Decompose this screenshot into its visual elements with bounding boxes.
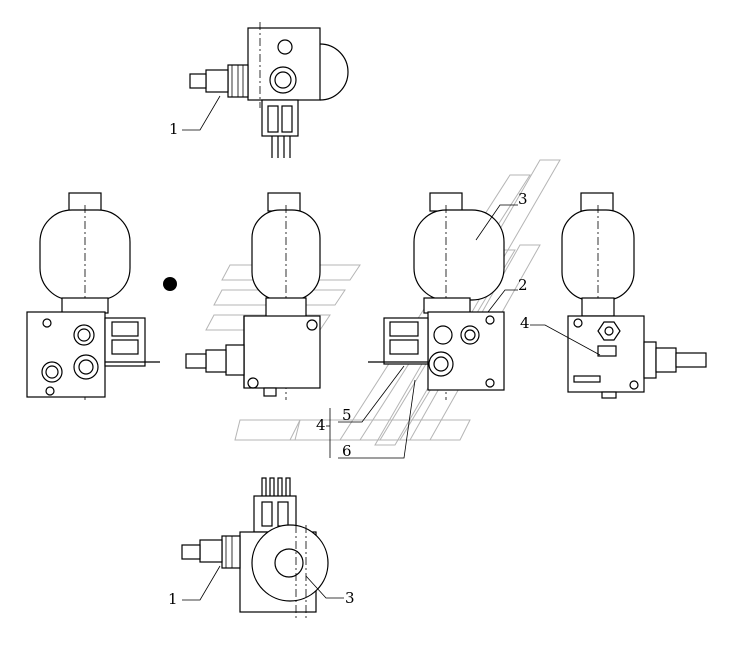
callout-bottom-3-label: 3 — [345, 589, 355, 607]
callout-block-2-label: 2 — [518, 276, 528, 294]
center-left-valve — [185, 192, 321, 400]
callout-bracket-4-5-6: 4 5 6 — [316, 365, 416, 460]
left-view-valve — [26, 192, 160, 400]
marker-dot — [163, 277, 177, 291]
callout-bracket-4-label: 4 — [316, 416, 326, 434]
right-view-valve — [561, 192, 707, 399]
callout-bottom-1-label: 1 — [168, 590, 178, 608]
callout-accumulator-3: 3 — [475, 190, 528, 241]
callout-top-1-label: 1 — [169, 120, 179, 138]
callout-right-4-label: 4 — [520, 314, 530, 332]
center-right-valve — [368, 192, 505, 400]
callout-bracket-5-label: 5 — [342, 406, 352, 424]
callout-bottom-3: 3 — [305, 575, 355, 607]
callout-bracket-6-label: 6 — [342, 442, 352, 460]
bottom-view-valve — [181, 477, 329, 620]
callout-top-1: 1 — [169, 95, 221, 138]
watermark-logo — [205, 159, 561, 446]
callout-block-2: 2 — [487, 276, 528, 313]
callout-bottom-1: 1 — [168, 565, 221, 608]
callout-right-4: 4 — [520, 314, 601, 356]
callout-accumulator-3-label: 3 — [518, 190, 528, 208]
top-view-valve — [189, 22, 349, 158]
